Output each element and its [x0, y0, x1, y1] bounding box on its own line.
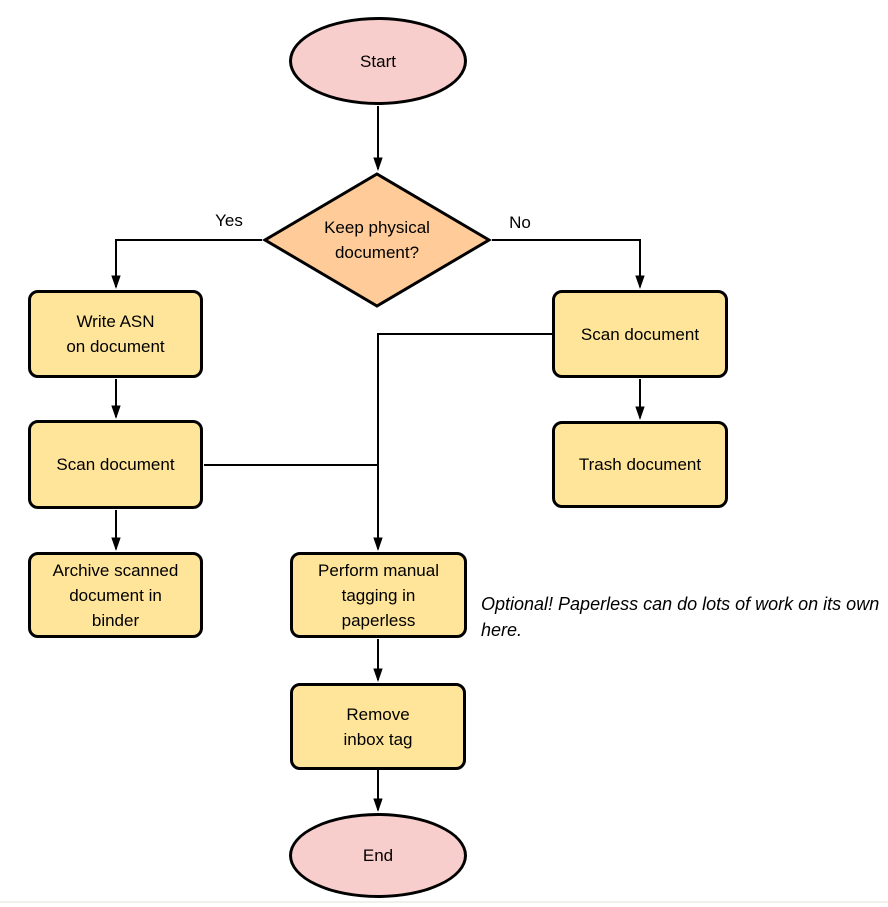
- process-archive-scanned-document: Archive scanned document in binder: [28, 552, 203, 638]
- decision-keep-physical-document: Keep physical document?: [262, 172, 492, 308]
- process-node-label: Write ASN on document: [66, 312, 165, 356]
- process-node-label: Remove inbox tag: [343, 704, 413, 749]
- edge-decision-no-to-scan-right: [492, 239, 640, 287]
- process-node-label: Perform manual tagging in paperless: [318, 560, 439, 630]
- process-scan-document-left: Scan document: [28, 420, 203, 509]
- edge-label-yes: Yes: [205, 211, 253, 231]
- decision-node-label: Keep physical document?: [324, 218, 430, 262]
- start-node-label: Start: [360, 51, 396, 71]
- start-node: Start: [289, 17, 467, 105]
- process-remove-inbox-tag: Remove inbox tag: [290, 683, 466, 770]
- annotation-optional-note: Optional! Paperless can do lots of work …: [481, 594, 880, 640]
- process-manual-tagging-in-paperless: Perform manual tagging in paperless: [290, 552, 467, 638]
- process-node-label: Scan document: [56, 455, 175, 474]
- diamond-icon: [262, 172, 492, 308]
- process-write-asn-on-document: Write ASN on document: [28, 290, 203, 378]
- edge-decision-yes-to-write-asn: [116, 239, 262, 287]
- process-node-label: Scan document: [580, 324, 700, 344]
- process-trash-document: Trash document: [552, 421, 728, 508]
- end-node: End: [289, 813, 467, 898]
- edge-scan-right-to-tagging: [378, 333, 552, 549]
- process-node-label: Trash document: [578, 455, 702, 474]
- page-bottom-edge: [0, 901, 888, 903]
- process-scan-document-right: Scan document: [552, 290, 728, 378]
- edge-label-no: No: [496, 213, 544, 233]
- process-node-label: Archive scanned document in binder: [52, 560, 179, 630]
- end-node-label: End: [362, 846, 394, 865]
